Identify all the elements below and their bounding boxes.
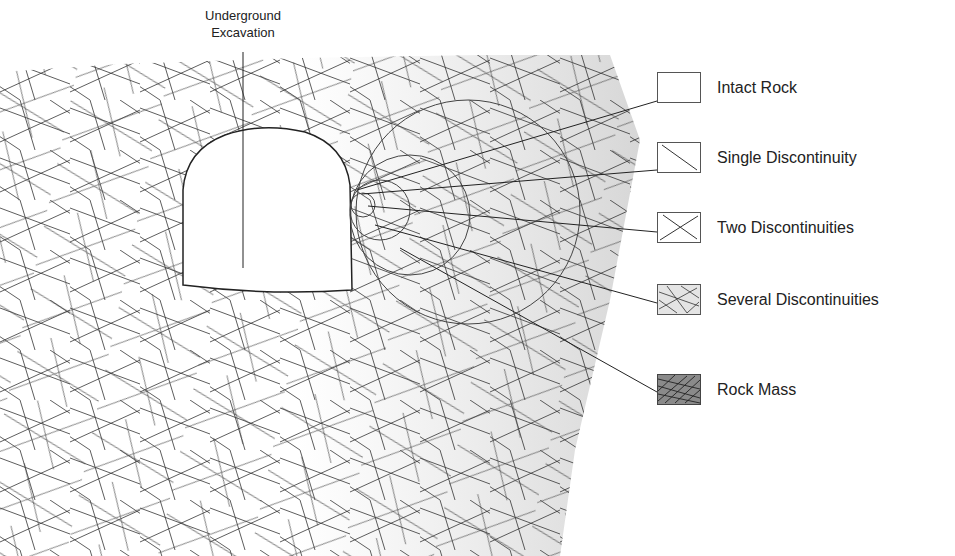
legend-text: Several Discontinuities xyxy=(717,291,879,309)
legend-sample xyxy=(657,374,701,405)
legend-sample xyxy=(657,72,701,103)
legend-entry: Several Discontinuities xyxy=(657,284,879,315)
legend-entry: Intact Rock xyxy=(657,72,797,103)
excavation-outline xyxy=(183,128,352,292)
legend-entry: Rock Mass xyxy=(657,374,796,405)
legend-text: Two Discontinuities xyxy=(717,219,854,237)
legend-text: Rock Mass xyxy=(717,381,796,399)
leader-line xyxy=(243,52,244,268)
figure-label: Underground Excavation xyxy=(193,8,293,42)
jointed-rock xyxy=(0,50,660,556)
leader-lines xyxy=(357,101,657,392)
legend-entry: Single Discontinuity xyxy=(657,142,857,173)
legend-text: Single Discontinuity xyxy=(717,149,857,167)
legend-sample xyxy=(657,212,701,243)
legend-entry: Two Discontinuities xyxy=(657,212,854,243)
legend-sample xyxy=(657,284,701,315)
legend-sample xyxy=(657,142,701,173)
legend-text: Intact Rock xyxy=(717,79,797,97)
